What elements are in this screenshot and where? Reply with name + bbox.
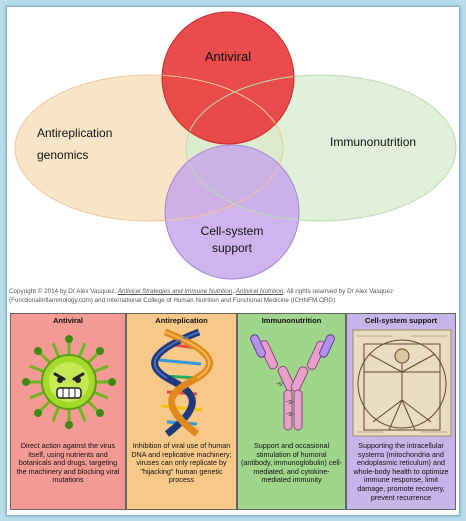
svg-text:-s-: -s- (286, 399, 295, 406)
svg-text:-s-: -s- (286, 411, 295, 418)
copyright-separator: , (232, 288, 235, 295)
cellsystem-outline (164, 144, 300, 280)
panel-title: Antireplication (155, 316, 208, 325)
panel-description: Support and occasional stimulation of hu… (241, 441, 342, 485)
panel-description: Inhibition of viral use of human DNA and… (131, 441, 232, 485)
book-title-1: Antiviral Strategies and Immune Nutritio… (117, 288, 233, 295)
immunonutrition-outline (185, 74, 457, 222)
cellsystem-label-line2: support (212, 241, 253, 255)
panel-antiviral: Antiviral (10, 313, 126, 510)
book-title-2: Antiviral Nutrition (235, 288, 284, 295)
svg-text:-s-: -s- (276, 381, 285, 388)
copyright-suffix: . All rights reserved by Dr Alex Vasquez… (9, 288, 394, 304)
category-panels: Antiviral (10, 313, 456, 512)
antiviral-label: Antiviral (205, 49, 251, 64)
panel-antireplication: Antireplication Inhibition of viral use … (126, 313, 237, 510)
diagram-frame: Antiviral Antireplication genomics Immun… (6, 6, 460, 516)
panel-cellsystem: Cell-system support (346, 313, 456, 510)
cellsystem-label-line1: Cell-system (201, 224, 264, 238)
virus-icon (22, 335, 116, 429)
antireplication-outline (14, 74, 284, 222)
copyright-prefix: Copyright © 2014 by Dr Alex Vasquez. (9, 288, 117, 295)
immunonutrition-label: Immunonutrition (330, 135, 416, 149)
antiviral-circle (162, 12, 294, 144)
antireplication-label-line1: Antireplication (37, 126, 112, 140)
antireplication-label-line2: genomics (37, 148, 88, 162)
venn-diagram: Antiviral Antireplication genomics Immun… (14, 11, 457, 280)
panel-title: Immunonutrition (261, 316, 322, 325)
antibody-icon: -s- -s- -s- (250, 334, 335, 431)
panel-immunonutrition: Immunonutrition -s- -s- -s- (237, 313, 346, 510)
panel-description: Supporting the intracellular systems (mi… (353, 441, 449, 502)
dna-helix-icon (151, 328, 213, 437)
antiviral-outline (161, 11, 295, 145)
copyright-notice: Copyright © 2014 by Dr Alex Vasquez. Ant… (9, 288, 457, 305)
vitruvian-man-icon (352, 329, 452, 437)
panel-title: Antiviral (52, 316, 83, 325)
panel-title: Cell-system support (364, 316, 438, 325)
panel-description: Direct action against the virus itself, … (16, 441, 120, 485)
